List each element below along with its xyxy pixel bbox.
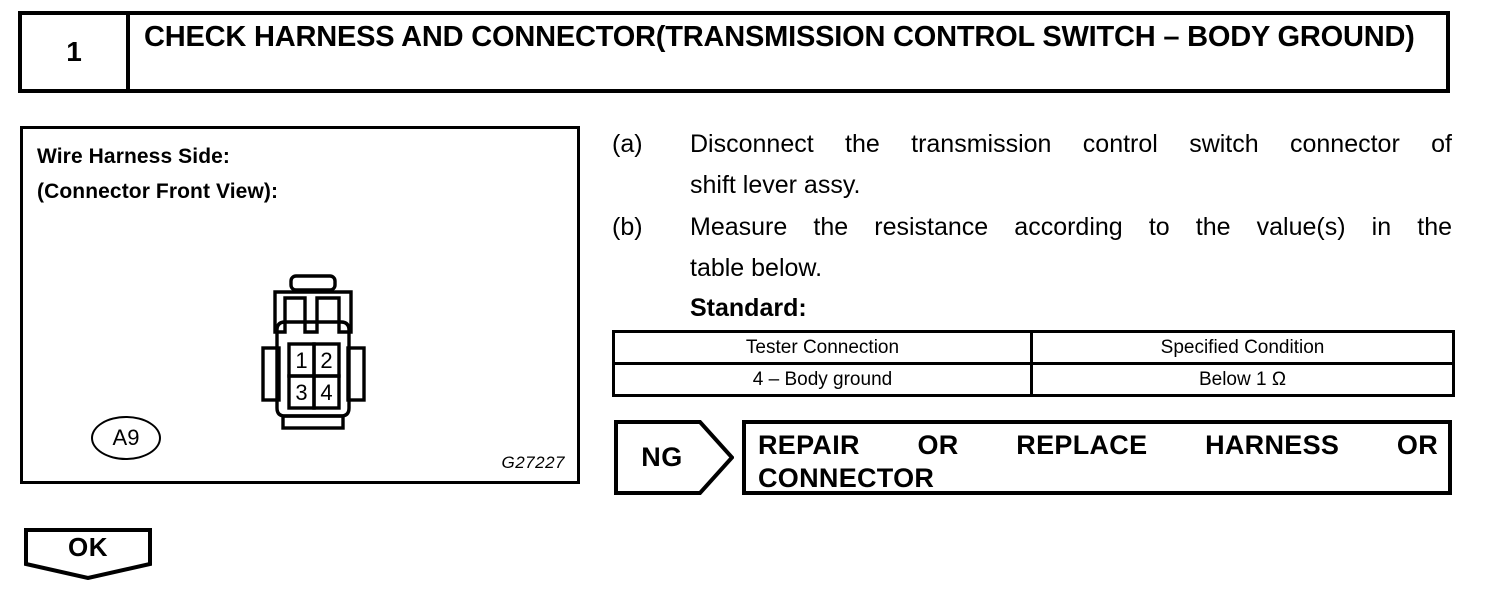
- connector-pin-3: 3: [295, 380, 307, 405]
- instruction-text-b: Measure the resistance according to the …: [690, 207, 1452, 288]
- step-number: 1: [66, 36, 82, 67]
- ng-label: NG: [641, 442, 683, 472]
- ok-label: OK: [68, 531, 108, 562]
- connector-id-label: A9: [112, 425, 140, 450]
- diagram-caption: Wire Harness Side: (Connector Front View…: [37, 139, 278, 210]
- step-header: 1 CHECK HARNESS AND CONNECTOR(TRANSMISSI…: [18, 11, 1450, 93]
- ng-arrow-shape: [614, 420, 734, 495]
- connector-pin-2: 2: [320, 348, 332, 373]
- table-header-specified-condition: Specified Condition: [1030, 330, 1455, 365]
- ng-result-branch: NG REPAIR OR REPLACE HARNESS OR CONNECTO…: [614, 420, 1452, 495]
- table-row: 4 – Body ground Below 1 Ω: [612, 362, 1455, 397]
- connector-illustration: 1 2 3 4: [255, 270, 375, 440]
- diagram-reference-code: G27227: [501, 453, 565, 472]
- ng-action-box: REPAIR OR REPLACE HARNESS OR CONNECTOR: [742, 420, 1452, 495]
- connector-pin-1: 1: [295, 348, 307, 373]
- step-title-cell: CHECK HARNESS AND CONNECTOR(TRANSMISSION…: [130, 15, 1446, 89]
- diagram-box: Wire Harness Side: (Connector Front View…: [20, 126, 580, 484]
- connector-pin-4: 4: [320, 380, 332, 405]
- instruction-item-a: (a) Disconnect the transmission control …: [612, 124, 1452, 205]
- table-cell-specified-condition: Below 1 Ω: [1030, 362, 1455, 397]
- instruction-marker-b: (b): [612, 213, 643, 241]
- specification-table: Tester Connection Specified Condition 4 …: [612, 330, 1455, 397]
- standard-label: Standard:: [690, 294, 807, 322]
- step-number-cell: 1: [22, 15, 130, 89]
- table-cell-tester-connection: 4 – Body ground: [612, 362, 1033, 397]
- table-header-tester-connection: Tester Connection: [612, 330, 1033, 365]
- ng-arrow-marker: NG: [614, 420, 734, 495]
- instruction-text-a-line-2: shift lever assy.: [690, 170, 861, 199]
- ng-action-text-line-2: CONNECTOR: [758, 462, 935, 493]
- ok-arrow-shape: [24, 528, 152, 580]
- table-header-row: Tester Connection Specified Condition: [612, 330, 1455, 365]
- ng-action-text-line-1: REPAIR OR REPLACE HARNESS OR: [758, 430, 1438, 460]
- instruction-marker-a: (a): [612, 130, 643, 158]
- instructions-list: (a) Disconnect the transmission control …: [612, 124, 1452, 328]
- connector-id-badge: A9: [91, 416, 161, 460]
- instruction-text-b-line-2: table below.: [690, 253, 823, 282]
- ok-arrow-marker: OK: [24, 528, 152, 580]
- ng-action-text: REPAIR OR REPLACE HARNESS OR CONNECTOR: [758, 429, 1438, 495]
- instruction-text-a-line-1: Disconnect the transmission control swit…: [690, 130, 1452, 158]
- diagram-caption-line-2: (Connector Front View):: [37, 180, 279, 204]
- instruction-text-a: Disconnect the transmission control swit…: [690, 124, 1452, 205]
- diagram-caption-line-1: Wire Harness Side:: [37, 145, 231, 168]
- step-title: CHECK HARNESS AND CONNECTOR(TRANSMISSION…: [144, 21, 1415, 53]
- instruction-item-b: (b) Measure the resistance according to …: [612, 207, 1452, 288]
- instruction-text-b-line-1: Measure the resistance according to the …: [690, 213, 1452, 241]
